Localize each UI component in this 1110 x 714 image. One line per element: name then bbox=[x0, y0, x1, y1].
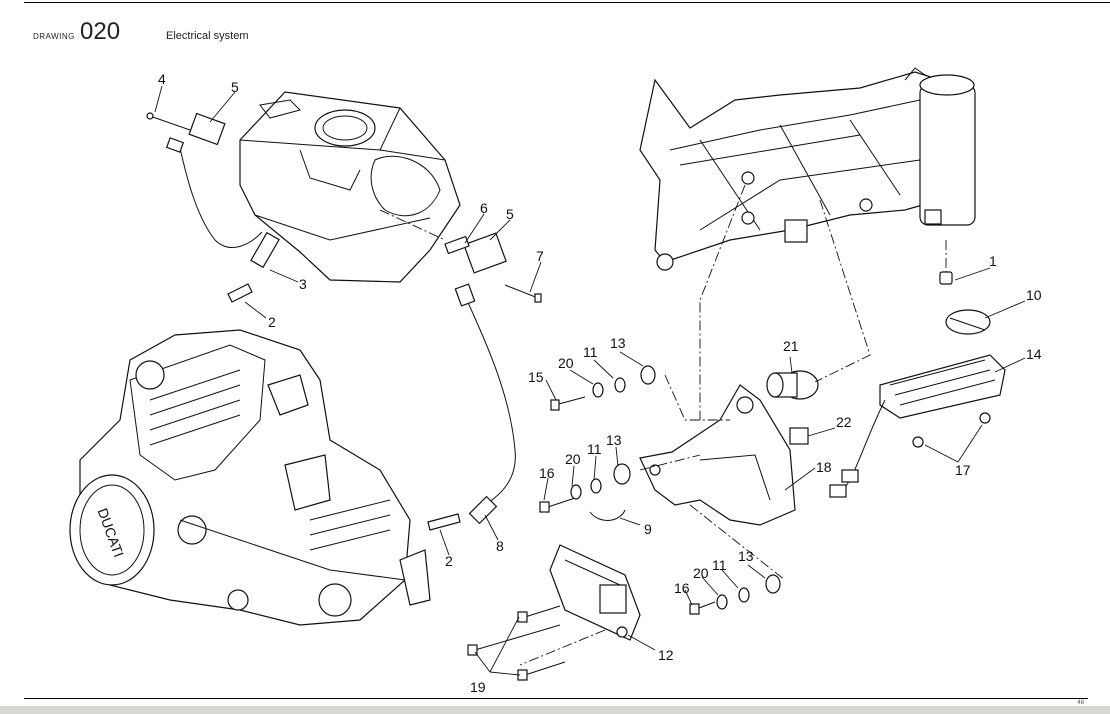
callout-17: 17 bbox=[955, 462, 971, 478]
callout-11: 11 bbox=[583, 344, 598, 360]
callout-2: 2 bbox=[445, 553, 453, 569]
ecu-12 bbox=[549, 544, 641, 641]
callout-3: 3 bbox=[299, 276, 307, 292]
screw-7 bbox=[504, 284, 542, 303]
callout-19: 19 bbox=[470, 679, 486, 695]
callout-22: 22 bbox=[836, 414, 852, 430]
callout-14: 14 bbox=[1026, 346, 1042, 362]
callout-20: 20 bbox=[558, 355, 574, 371]
footer-strip bbox=[0, 706, 1110, 714]
callout-numbers: 4 5 3 2 6 5 7 2 8 1 10 14 17 21 22 18 15… bbox=[158, 71, 1042, 695]
callout-4: 4 bbox=[158, 71, 166, 87]
nut-1 bbox=[939, 271, 953, 285]
voltage-regulator-14 bbox=[829, 354, 1006, 498]
ht-coil-left bbox=[165, 112, 280, 269]
callout-9: 9 bbox=[644, 521, 652, 537]
fastener-stack-bottom bbox=[689, 574, 781, 615]
drawing-label: DRAWING bbox=[33, 32, 75, 41]
bracket-18 bbox=[639, 384, 796, 526]
rubber-mount-21 bbox=[766, 370, 819, 400]
bottom-rule bbox=[24, 698, 1088, 699]
clip-9 bbox=[589, 509, 626, 521]
top-rule bbox=[24, 2, 1110, 3]
callout-10: 10 bbox=[1026, 287, 1042, 303]
callout-2: 2 bbox=[268, 314, 276, 330]
callout-18: 18 bbox=[816, 459, 832, 475]
callout-6: 6 bbox=[480, 200, 488, 216]
ht-coil-right bbox=[444, 232, 516, 525]
screws-19 bbox=[467, 605, 566, 681]
cover-10 bbox=[945, 309, 991, 335]
spark-plugs bbox=[227, 283, 461, 531]
callout-11: 11 bbox=[587, 441, 602, 457]
callout-13: 13 bbox=[606, 432, 622, 448]
callout-1: 1 bbox=[989, 253, 997, 269]
callout-7: 7 bbox=[536, 248, 544, 264]
callout-20: 20 bbox=[565, 451, 581, 467]
battery-box bbox=[239, 91, 461, 283]
assembly-lines bbox=[379, 184, 947, 666]
drawing-title: Electrical system bbox=[166, 30, 249, 42]
callout-5: 5 bbox=[506, 206, 514, 222]
page-number: 48 bbox=[1077, 700, 1084, 706]
screws-17 bbox=[912, 412, 991, 448]
fastener-stack-top bbox=[550, 365, 656, 411]
callout-15: 15 bbox=[528, 369, 544, 385]
frame bbox=[639, 67, 976, 271]
callout-21: 21 bbox=[783, 338, 799, 354]
callout-13: 13 bbox=[610, 335, 626, 351]
callout-20: 20 bbox=[693, 565, 709, 581]
leader-lines bbox=[154, 85, 1026, 676]
drawing-number: 020 bbox=[80, 18, 121, 45]
callout-8: 8 bbox=[496, 538, 504, 554]
clip-22 bbox=[789, 427, 809, 445]
callout-13: 13 bbox=[738, 548, 754, 564]
screw-4 bbox=[146, 112, 191, 131]
callout-11: 11 bbox=[712, 557, 727, 573]
callout-5: 5 bbox=[231, 79, 239, 95]
engine: DUCATI bbox=[69, 329, 431, 626]
callout-12: 12 bbox=[658, 647, 674, 663]
callout-16: 16 bbox=[674, 580, 690, 596]
fastener-stack-middle bbox=[539, 463, 631, 513]
callout-16: 16 bbox=[539, 465, 555, 481]
